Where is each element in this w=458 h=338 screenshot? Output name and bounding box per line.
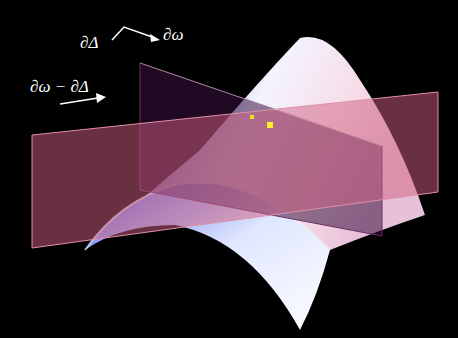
arrow-line: [112, 27, 155, 40]
arrow-head: [150, 34, 160, 42]
arrow-line: [60, 98, 98, 104]
axis-label: ∂ω: [163, 26, 183, 43]
point-large: [267, 122, 273, 128]
plane-edge: [140, 63, 382, 146]
plane-omega-delta: [32, 92, 438, 248]
axis-label: ∂Δ: [80, 34, 98, 51]
point-small: [250, 115, 254, 119]
axis-label: ∂ω − ∂Δ: [30, 78, 89, 95]
arrow-head: [96, 93, 106, 103]
